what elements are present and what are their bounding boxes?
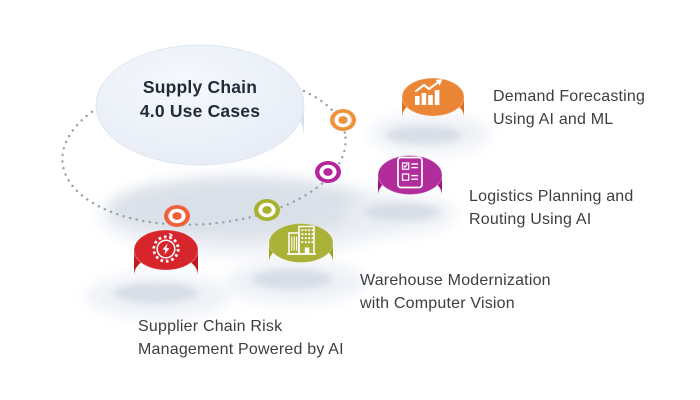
label-logistics-planning-line2: Routing Using AI xyxy=(469,210,592,228)
checklist-document-icon xyxy=(397,156,423,189)
diagram-title: Supply Chain 4.0 Use Cases xyxy=(100,75,300,123)
bar-chart-trend-icon xyxy=(414,79,443,105)
disc-logistics-planning xyxy=(377,155,443,195)
disc-demand-forecasting xyxy=(401,77,465,117)
orbit-marker-warehouse xyxy=(254,199,280,221)
disc-warehouse-modernization-top xyxy=(268,223,334,263)
diagram-title-line1: Supply Chain xyxy=(142,77,258,97)
label-logistics-planning: Logistics Planning and Routing Using AI xyxy=(469,186,634,231)
disc-logistics-planning-top xyxy=(377,155,443,195)
label-warehouse-modernization-line2: with Computer Vision xyxy=(360,294,515,312)
dotted-orbit-ring xyxy=(61,74,347,226)
disc-supplier-risk xyxy=(133,229,199,275)
disc-warehouse-modernization xyxy=(268,223,334,263)
orbit-marker-supplier xyxy=(164,205,190,227)
label-supplier-risk: Supplier Chain Risk Management Powered b… xyxy=(138,316,344,361)
label-demand-forecasting-line1: Demand Forecasting xyxy=(493,88,646,105)
label-warehouse-modernization-line1: Warehouse Modernization xyxy=(360,272,551,289)
label-demand-forecasting-line2: Using AI and ML xyxy=(493,110,614,128)
orbit-marker-logistics xyxy=(315,161,341,183)
gear-lightning-icon xyxy=(152,232,180,263)
label-supplier-risk-line1: Supplier Chain Risk xyxy=(138,318,283,335)
label-logistics-planning-line1: Logistics Planning and xyxy=(469,188,634,205)
disc-demand-forecasting-top xyxy=(401,77,465,117)
central-disc-top xyxy=(95,44,305,166)
orbit-marker-demand xyxy=(330,109,356,131)
label-supplier-risk-line2: Management Powered by AI xyxy=(138,340,344,358)
building-icon xyxy=(287,225,316,255)
label-warehouse-modernization: Warehouse Modernization with Computer Vi… xyxy=(360,270,551,315)
label-demand-forecasting: Demand Forecasting Using AI and ML xyxy=(493,86,645,131)
diagram-title-line2: 4.0 Use Cases xyxy=(139,101,261,121)
central-disc xyxy=(95,44,305,166)
